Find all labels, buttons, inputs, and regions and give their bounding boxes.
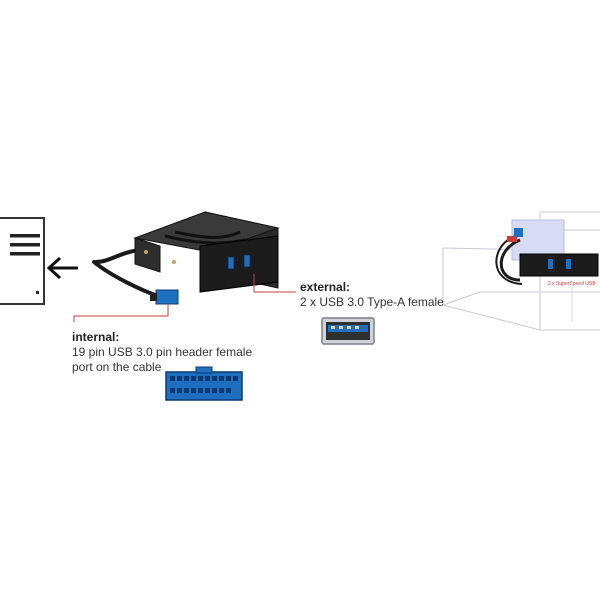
usb-a-port-illustration <box>321 317 375 345</box>
external-label-line: 2 x USB 3.0 Type-A female <box>300 295 444 309</box>
internal-leader-line <box>73 304 169 322</box>
usb-a-port-icon <box>227 256 235 270</box>
usb-a-port-icon <box>243 254 251 268</box>
internal-label-title: internal: <box>72 330 120 344</box>
external-label-title: external: <box>300 280 351 294</box>
arrow-left-icon <box>46 256 78 280</box>
computer-tower-icon <box>0 217 45 305</box>
internal-label-line: port on the cable <box>72 360 162 374</box>
cable-pin-header-connector <box>150 289 179 305</box>
front-panel-bay <box>133 211 280 293</box>
pin-header-icon <box>165 366 243 401</box>
internal-label-line: 19 pin USB 3.0 pin header female <box>72 345 253 359</box>
external-leader-line <box>253 274 296 293</box>
installed-view: 2 x SuperSpeed USB <box>442 211 600 331</box>
